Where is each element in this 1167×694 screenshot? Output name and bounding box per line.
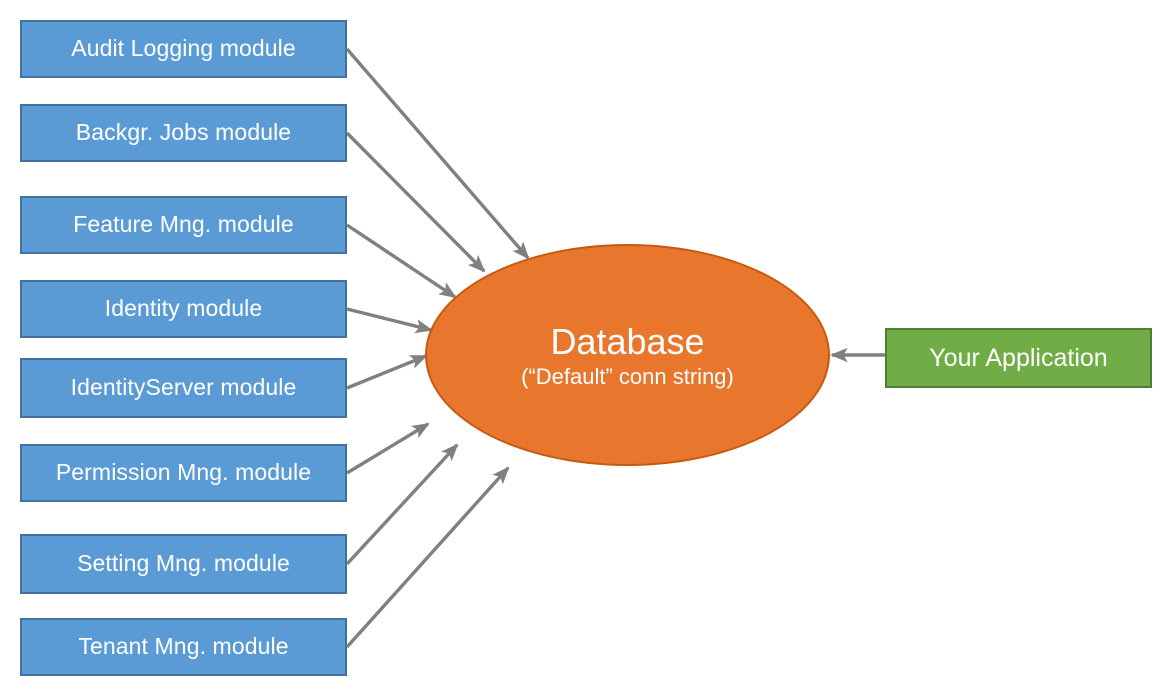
module-label: Backgr. Jobs module [75, 119, 292, 146]
module-label: Permission Mng. module [55, 459, 312, 486]
tenant-mng-to-database [345, 466, 510, 649]
module-label: Tenant Mng. module [78, 633, 289, 660]
feature-mng-to-database [346, 223, 457, 299]
database-title: Database [550, 320, 705, 362]
application-label: Your Application [929, 343, 1108, 372]
module-label: Identity module [104, 295, 263, 322]
application-box[interactable]: Your Application [885, 328, 1152, 388]
module-box-identityserver[interactable]: IdentityServer module [20, 358, 347, 418]
module-label: Setting Mng. module [77, 550, 290, 577]
identityserver-to-database [346, 354, 428, 390]
background-jobs-to-database [345, 131, 486, 273]
setting-mng-to-database [345, 443, 459, 566]
identity-to-database [346, 307, 433, 334]
module-box-feature-mng[interactable]: Feature Mng. module [20, 196, 347, 254]
module-label: Audit Logging module [71, 35, 296, 62]
module-box-audit-logging[interactable]: Audit Logging module [20, 20, 347, 78]
module-box-tenant-mng[interactable]: Tenant Mng. module [20, 618, 347, 676]
database-subtitle: (“Default” conn string) [521, 364, 734, 390]
module-box-identity[interactable]: Identity module [20, 280, 347, 338]
audit-logging-to-database [345, 47, 530, 260]
module-box-background-jobs[interactable]: Backgr. Jobs module [20, 104, 347, 162]
module-box-permission-mng[interactable]: Permission Mng. module [20, 444, 347, 502]
module-box-setting-mng[interactable]: Setting Mng. module [20, 534, 347, 594]
module-label: IdentityServer module [70, 374, 297, 401]
permission-mng-to-database [346, 422, 430, 475]
module-label: Feature Mng. module [73, 211, 294, 238]
database-node[interactable]: Database (“Default” conn string) [425, 244, 830, 466]
